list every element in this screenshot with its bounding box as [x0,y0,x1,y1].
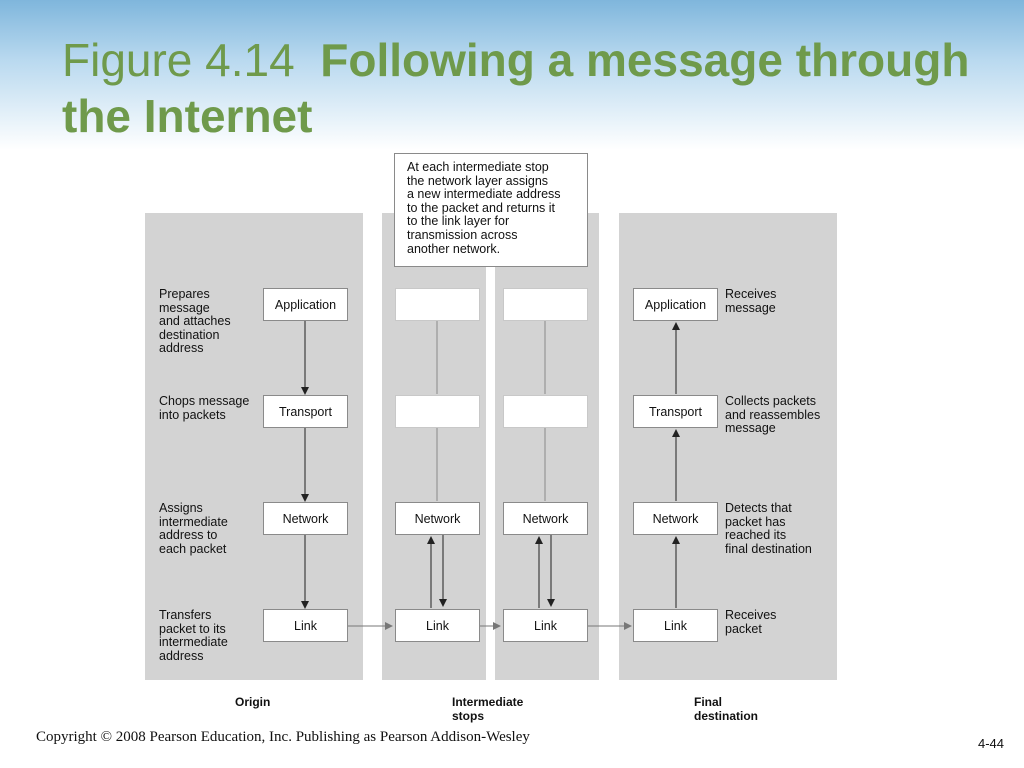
page-number: 4-44 [977,736,1004,751]
dest-application-box: Application [633,288,718,321]
dest-network-note: Detects that packet has reached its fina… [725,501,812,556]
origin-transport-note: Chops message into packets [159,394,250,422]
header-background [0,0,1024,150]
origin-network-box: Network [263,502,348,535]
origin-application-note: Prepares message and attaches destinatio… [159,287,231,356]
dest-application-note: Receives message [725,287,777,315]
stop2-application-box [503,288,588,321]
figure-number: Figure 4.14 [62,34,295,86]
dest-link-box: Link [633,609,718,642]
origin-label: Origin [235,695,271,709]
origin-link-box: Link [263,609,348,642]
intermediate-callout: At each intermediate stop the network la… [394,153,588,267]
stop1-link-box: Link [395,609,480,642]
stop2-transport-box [503,395,588,428]
stop1-network-box: Network [395,502,480,535]
dest-transport-note: Collects packets and reassembles message [725,394,821,436]
origin-network-note: Assigns intermediate address to each pac… [159,501,228,556]
origin-application-box: Application [263,288,348,321]
figure-title: Following a message through the Internet [62,34,970,142]
final-destination-label: Final destination [694,695,759,723]
dest-transport-box: Transport [633,395,718,428]
slide-title: Figure 4.14 Following a message through … [62,32,982,144]
intermediate-stops-label: Intermediate stops [452,695,524,723]
dest-link-note: Receives packet [725,608,777,636]
dest-network-box: Network [633,502,718,535]
stop2-link-box: Link [503,609,588,642]
copyright-footer: Copyright © 2008 Pearson Education, Inc.… [36,729,530,745]
origin-transport-box: Transport [263,395,348,428]
stop1-transport-box [395,395,480,428]
stop1-application-box [395,288,480,321]
origin-link-note: Transfers packet to its intermediate add… [159,608,228,663]
stop2-network-box: Network [503,502,588,535]
